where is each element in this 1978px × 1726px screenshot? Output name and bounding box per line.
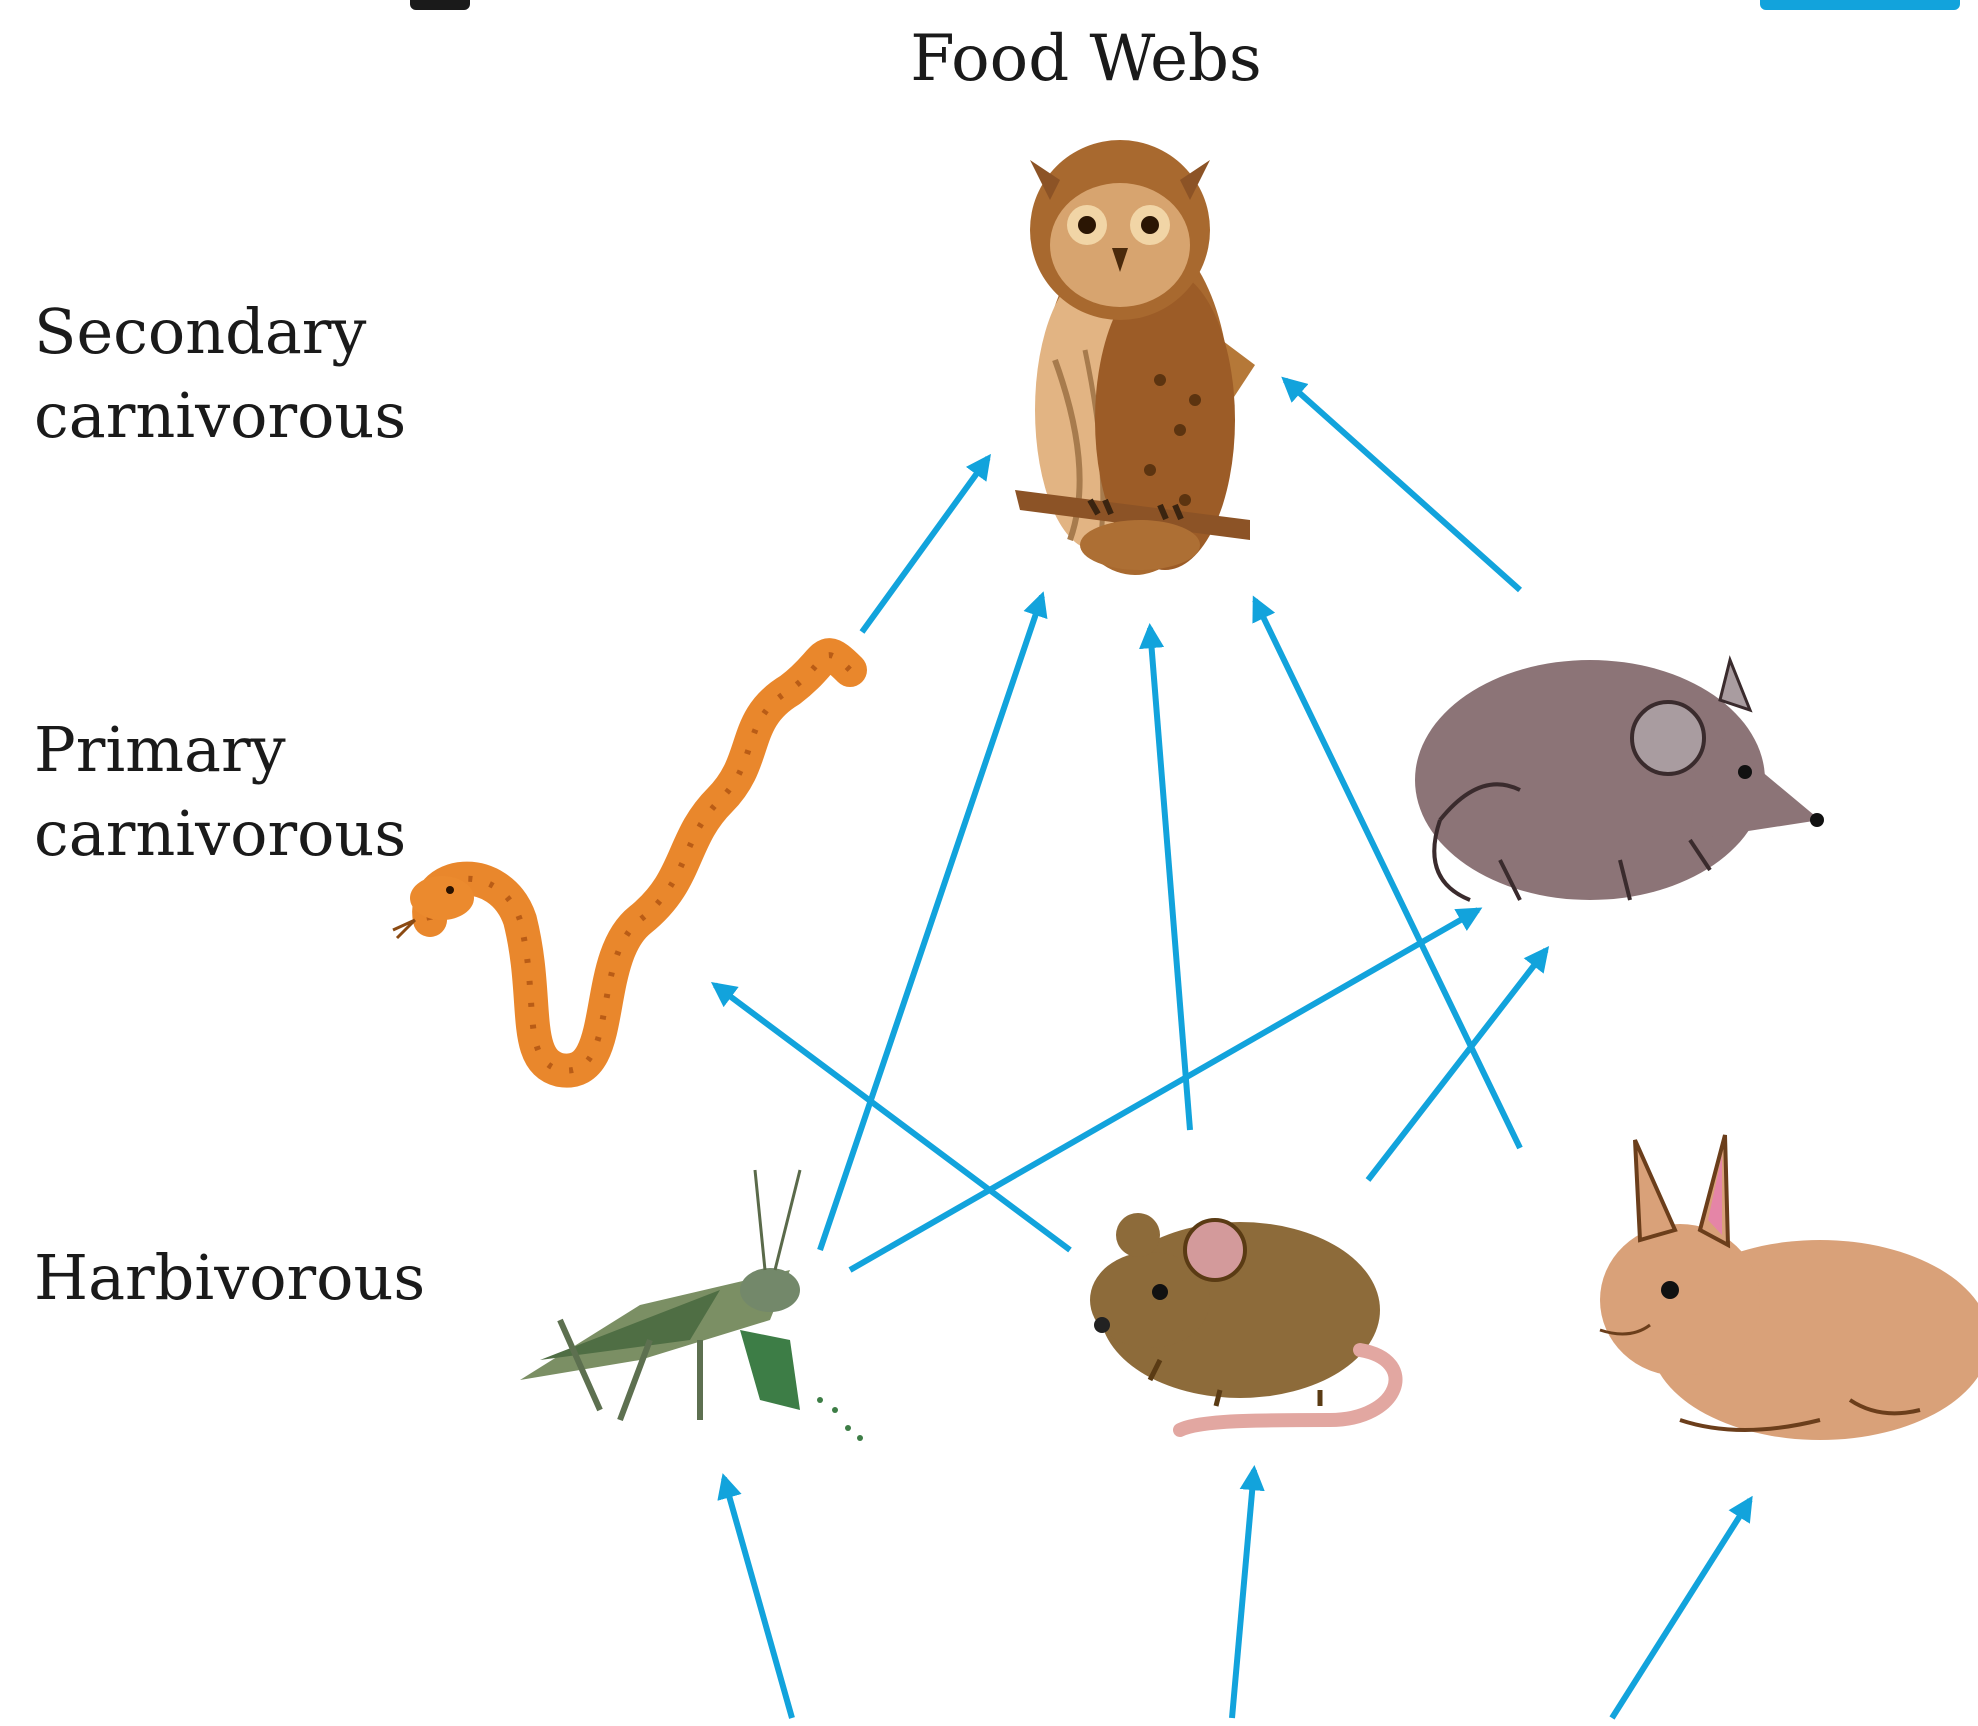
food-web-arrows xyxy=(715,380,1750,1718)
arrow-plants-to-mouse xyxy=(1232,1470,1254,1718)
snake-icon xyxy=(393,655,850,1070)
arrow-snake-to-owl xyxy=(862,458,988,632)
arrow-grasshopper-to-shrew xyxy=(850,910,1478,1270)
arrow-mouse-to-snake xyxy=(715,985,1070,1250)
arrow-mouse-to-owl xyxy=(1150,628,1190,1130)
owl-icon xyxy=(1015,140,1255,575)
arrow-shrew-to-owl xyxy=(1285,380,1520,590)
arrow-rabbit-to-owl xyxy=(1255,600,1520,1148)
arrow-plants-to-grasshopper xyxy=(724,1478,792,1718)
arrow-grasshopper-to-owl xyxy=(820,596,1042,1250)
shrew-icon xyxy=(1415,660,1824,900)
rabbit-icon xyxy=(1600,1135,1978,1440)
grasshopper-icon xyxy=(520,1170,863,1441)
arrow-plants-to-rabbit xyxy=(1612,1500,1750,1718)
mouse-icon xyxy=(1090,1213,1396,1430)
